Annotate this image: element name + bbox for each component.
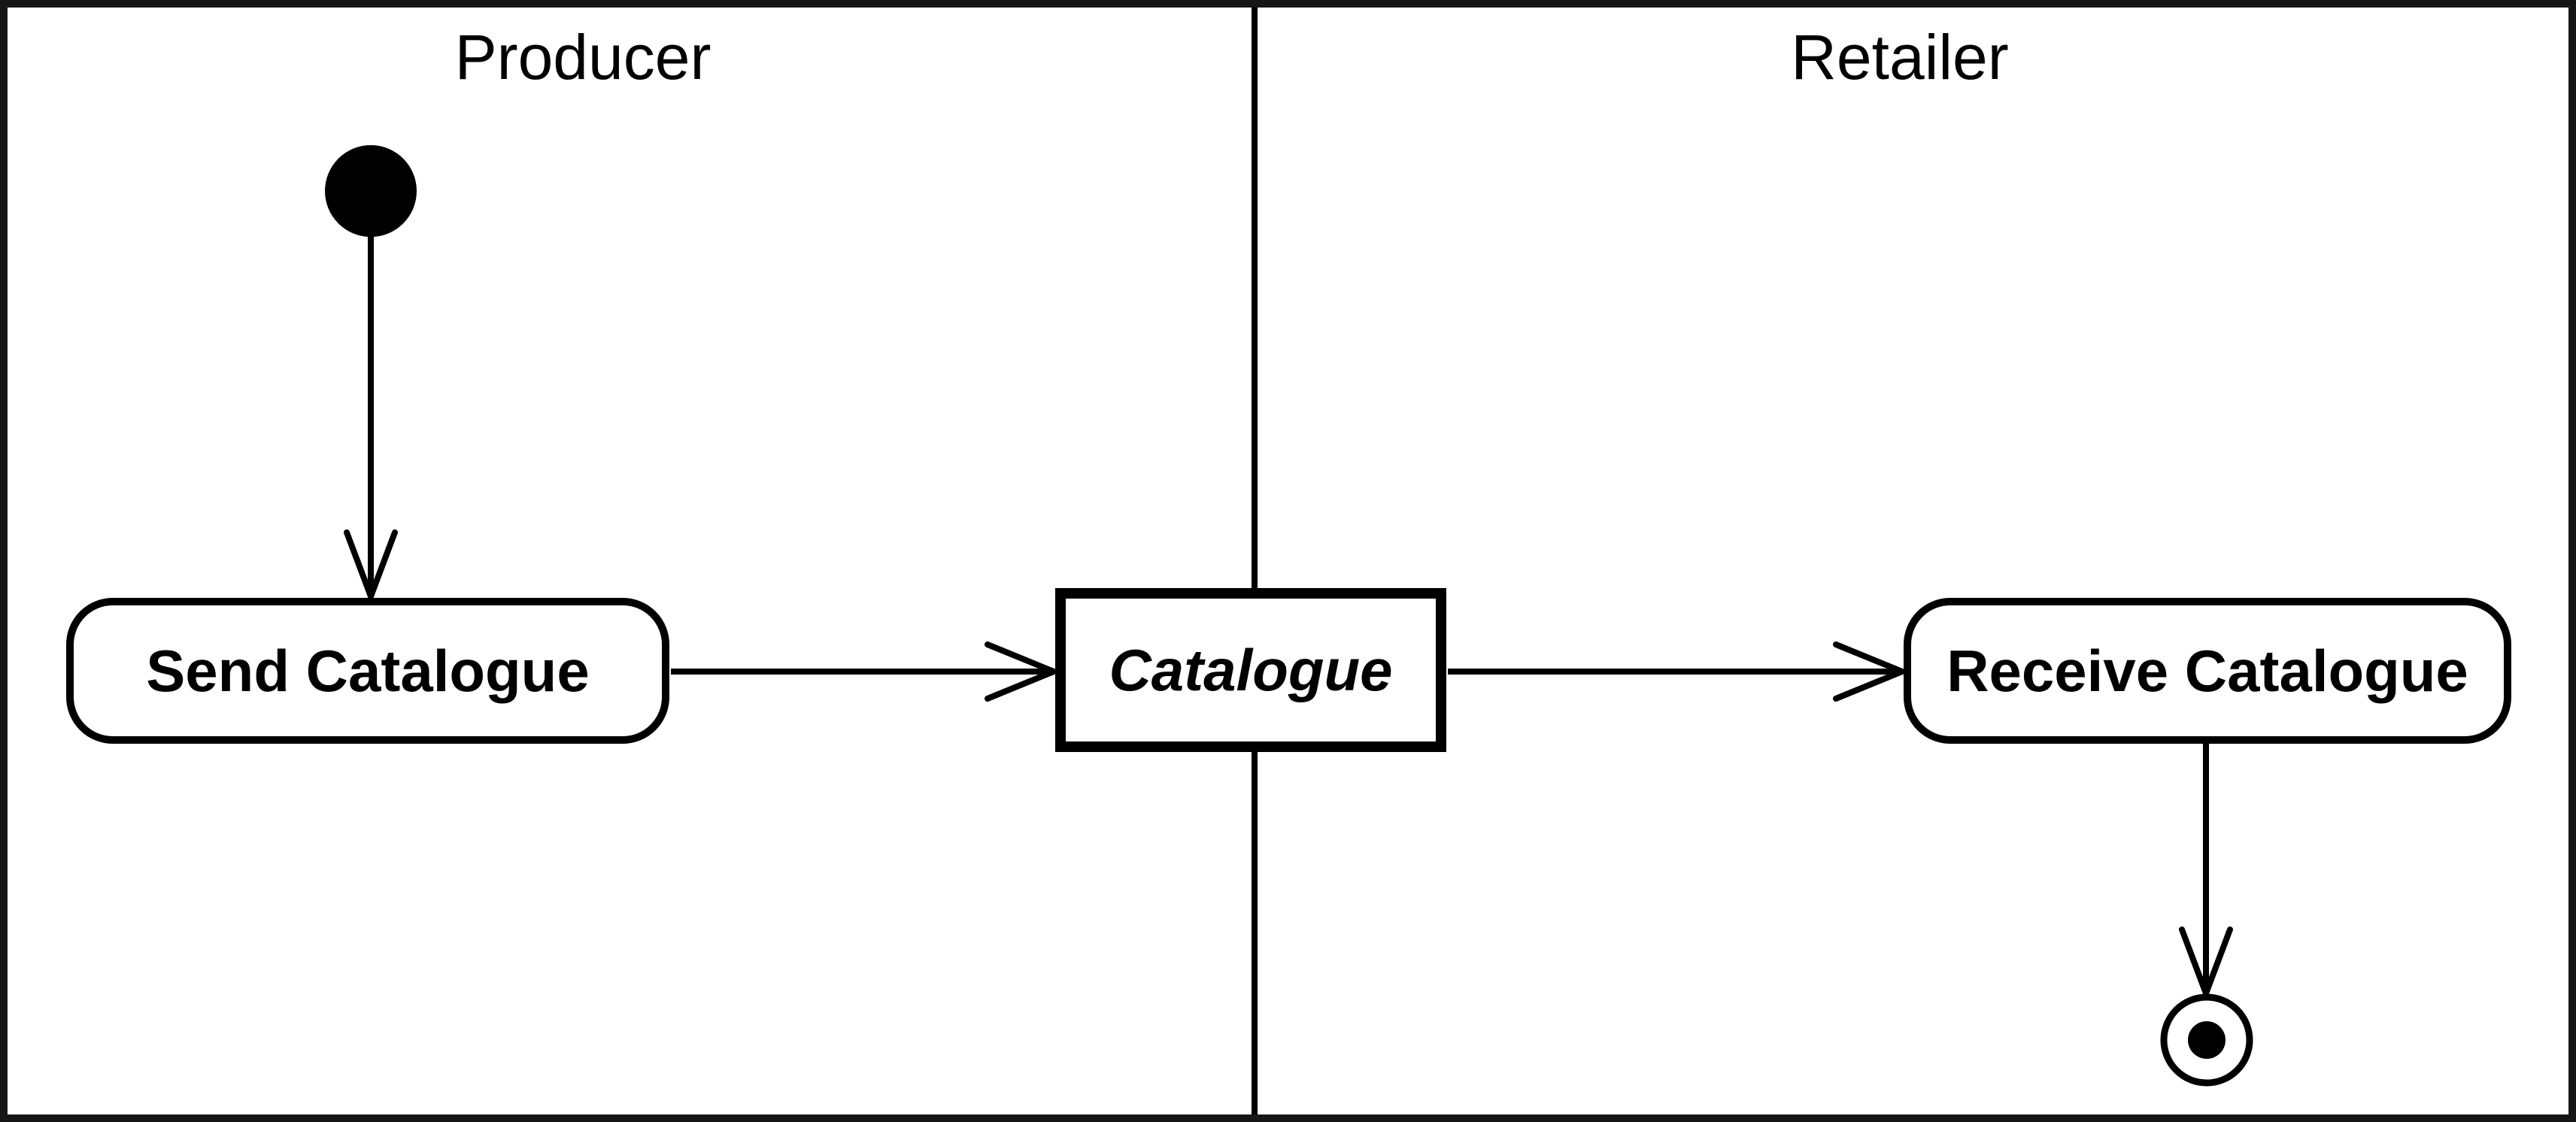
- activity-node-label: Send Catalogue: [146, 637, 590, 704]
- lane-title-retailer: Retailer: [1791, 22, 2009, 92]
- activity-node-send-catalogue: Send Catalogue: [66, 598, 669, 744]
- arrowhead-down-icon: [344, 529, 398, 605]
- initial-state-icon: [325, 145, 417, 237]
- activity-node-label: Receive Catalogue: [1946, 637, 2468, 704]
- lane-title-producer: Producer: [454, 22, 712, 92]
- object-node-label: Catalogue: [1109, 636, 1393, 703]
- arrowhead-right-icon: [985, 641, 1062, 702]
- edge-send-to-catalogue: [671, 641, 1062, 702]
- final-state-inner-dot: [2188, 1021, 2226, 1059]
- activity-node-receive-catalogue: Receive Catalogue: [1904, 598, 2511, 744]
- edge-receive-to-final: [2179, 743, 2233, 1002]
- edge-catalogue-to-receive: [1448, 641, 1910, 702]
- final-state-icon: [2160, 993, 2253, 1087]
- arrowhead-down-icon: [2179, 926, 2233, 1002]
- arrowhead-right-icon: [1833, 641, 1910, 702]
- object-node-catalogue: Catalogue: [1055, 588, 1446, 752]
- edge-initial-to-send: [344, 235, 398, 605]
